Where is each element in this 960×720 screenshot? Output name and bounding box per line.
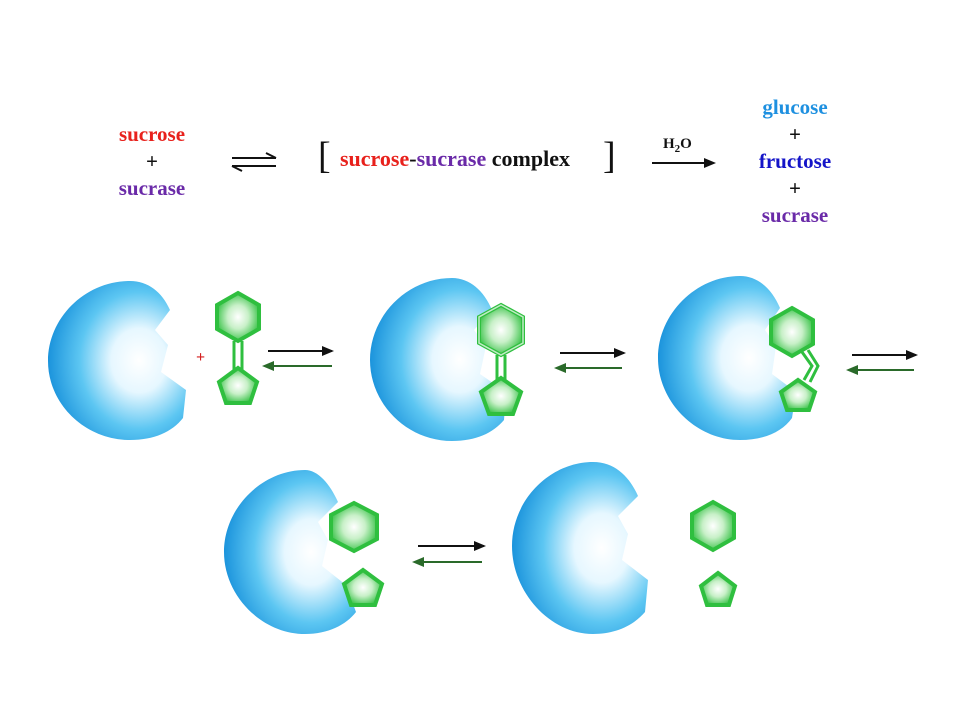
open-bracket: [ — [318, 135, 331, 177]
pentagon-ring-icon — [341, 567, 385, 607]
equilibrium-arrow-icon — [262, 346, 334, 371]
products-block: glucose + fructose + sucrase — [730, 94, 860, 229]
reactant-sucrose: sucrose — [118, 122, 186, 146]
reactant-sucrase: sucrase — [118, 176, 186, 200]
complex-enzyme: sucrase — [416, 146, 487, 171]
product-glucose: glucose — [762, 95, 828, 119]
product-plus-2: + — [789, 176, 801, 200]
hexagon-ring-icon — [690, 499, 736, 553]
reactants-block: sucrose + sucrase — [92, 121, 212, 202]
reaction-arrow-icon — [652, 158, 716, 168]
pentagon-ring-icon — [698, 570, 738, 607]
substrate-sucrose-icon — [215, 290, 261, 405]
complex-label: sucrose-sucrase complex — [340, 146, 570, 172]
complex-word: complex — [486, 146, 570, 171]
enzyme-icon — [370, 278, 506, 441]
reactant-plus: + — [146, 149, 158, 173]
plus-sign-icon: + — [196, 349, 205, 366]
water-subscript: 2 — [674, 143, 681, 155]
equilibrium-arrow-icon — [412, 541, 486, 567]
enzyme-substrate-complex: [ sucrose-sucrase complex ] — [318, 135, 618, 180]
water-h: H — [663, 136, 675, 152]
enzyme-icon — [512, 462, 648, 634]
substrate-sucrose-icon — [769, 305, 820, 412]
enzyme-icon — [48, 281, 186, 440]
complex-substrate: sucrose — [340, 146, 410, 171]
product-sucrase: sucrase — [761, 203, 829, 227]
complex-hyphen: - — [409, 146, 417, 171]
equilibrium-arrow-icon — [554, 348, 626, 373]
water-o: O — [680, 136, 692, 152]
equilibrium-arrow-icon — [846, 350, 918, 375]
hexagon-ring-icon — [329, 500, 379, 554]
product-fructose: fructose — [758, 149, 832, 173]
enzyme-icon — [224, 470, 356, 634]
product-plus-1: + — [789, 122, 801, 146]
equilibrium-arrow-icon — [231, 152, 277, 172]
substrate-sucrose-icon — [477, 302, 525, 416]
water-label: H2O — [663, 136, 692, 155]
close-bracket: ] — [603, 135, 616, 177]
enzyme-icon — [658, 276, 796, 440]
